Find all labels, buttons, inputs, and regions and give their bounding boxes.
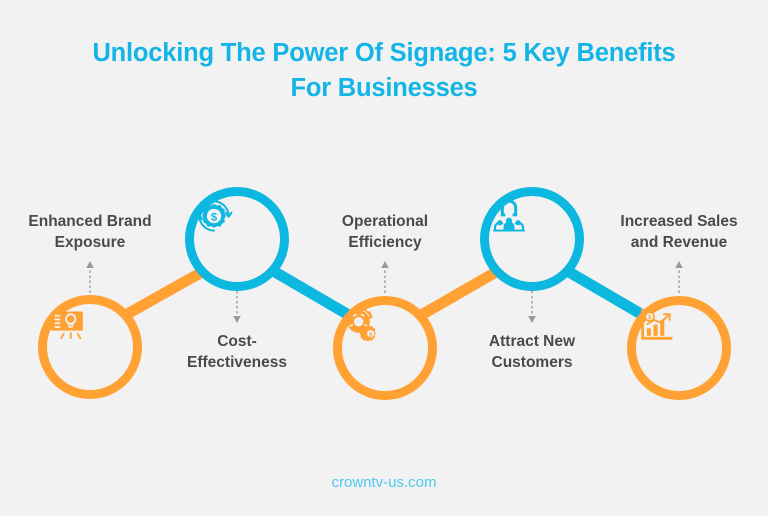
dotted-connector-node-4 <box>528 291 536 323</box>
label-operational-efficiency: Operational Efficiency <box>285 211 485 253</box>
gears-cycle-icon: $ <box>347 307 376 342</box>
node-circle-enhanced-brand-exposure[interactable] <box>38 295 142 399</box>
footer-website-url[interactable]: crowntv-us.com <box>0 474 768 491</box>
label-cost-effectiveness: Cost- Effectiveness <box>137 331 337 373</box>
dotted-connector-node-2 <box>233 291 241 323</box>
label-enhanced-brand-exposure: Enhanced Brand Exposure <box>0 211 190 253</box>
node-circle-operational-efficiency[interactable]: $ <box>333 296 437 400</box>
svg-text:$: $ <box>369 333 373 339</box>
node-circle-increased-sales-revenue[interactable]: $ <box>627 296 731 400</box>
bar-chart-growth-coin-icon: $ <box>641 308 673 340</box>
label-attract-new-customers: Attract New Customers <box>432 331 632 373</box>
magnet-people-group-icon <box>493 199 525 232</box>
billboard-lightbulb-icon <box>51 311 83 340</box>
label-increased-sales-revenue: Increased Sales and Revenue <box>579 211 768 253</box>
page-title-line-2: For Businesses <box>290 74 478 102</box>
chain-segment-1-2 <box>123 266 208 319</box>
page-title-line-1: Unlocking The Power Of Signage: 5 Key Be… <box>92 39 676 67</box>
dotted-connector-node-1 <box>86 261 94 293</box>
chain-segment-3-4 <box>417 266 502 320</box>
label-line-1: Operational <box>341 213 429 230</box>
chain-segment-2-3 <box>269 266 353 320</box>
label-line-1: Cost- <box>217 333 257 350</box>
dollar-gear-refresh-icon: $ <box>195 200 233 232</box>
dotted-connector-node-5 <box>675 261 683 293</box>
page-title: Unlocking The Power Of Signage: 5 Key Be… <box>0 36 768 106</box>
label-line-1: Attract New <box>488 333 576 350</box>
chain-segment-4-5 <box>563 266 647 320</box>
dotted-connector-node-3 <box>381 261 389 293</box>
label-line-2: Effectiveness <box>187 354 287 371</box>
node-circle-cost-effectiveness[interactable]: $ <box>185 187 289 291</box>
label-line-1: Enhanced Brand <box>28 213 152 230</box>
label-line-2: Customers <box>491 354 573 371</box>
node-circle-attract-new-customers[interactable] <box>480 187 584 291</box>
label-line-2: Efficiency <box>348 234 422 251</box>
footer-url-text: crowntv-us.com <box>331 474 437 491</box>
label-line-2: and Revenue <box>630 234 728 251</box>
label-line-1: Increased Sales <box>620 213 738 230</box>
svg-text:$: $ <box>211 211 218 223</box>
label-line-2: Exposure <box>54 234 126 251</box>
svg-text:$: $ <box>648 315 652 321</box>
